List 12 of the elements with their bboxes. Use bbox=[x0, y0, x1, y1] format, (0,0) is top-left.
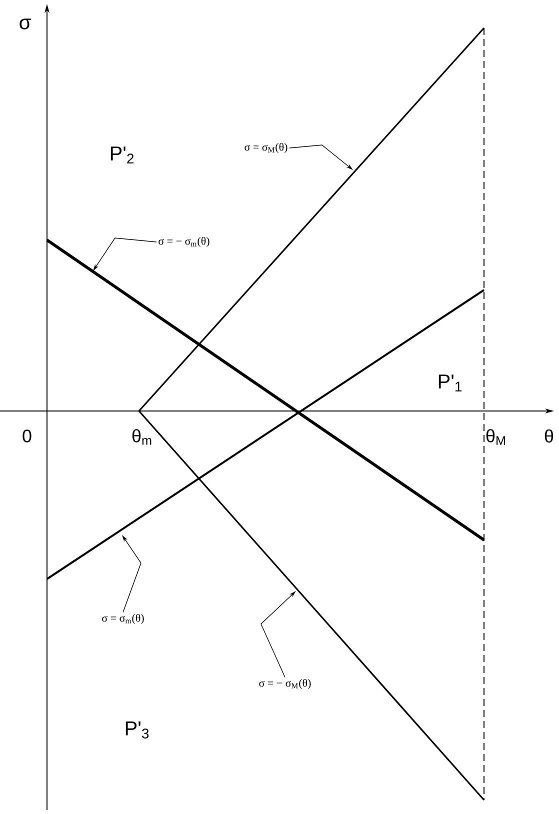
tick-label: 0 bbox=[22, 430, 32, 442]
axis-label: θ bbox=[544, 429, 554, 443]
formula-label: σ = − σ$_{m}$(θ) bbox=[158, 237, 210, 247]
tick-label: θ$_{m}$ bbox=[132, 429, 152, 445]
region-label: P'$_{2}$ bbox=[110, 146, 134, 164]
formula-label: σ = − σ$_{M}$(θ) bbox=[259, 678, 311, 689]
region-label: P'$_{1}$ bbox=[438, 374, 462, 392]
tick-label: θ$_{M}$ bbox=[486, 429, 505, 445]
region-label: P'$_{3}$ bbox=[126, 722, 149, 738]
formula-label: σ = σ$_{m}$(θ) bbox=[102, 614, 144, 624]
formula-label: σ = σ$_{M}$(θ) bbox=[244, 143, 288, 153]
axis-label: σ bbox=[20, 18, 31, 30]
